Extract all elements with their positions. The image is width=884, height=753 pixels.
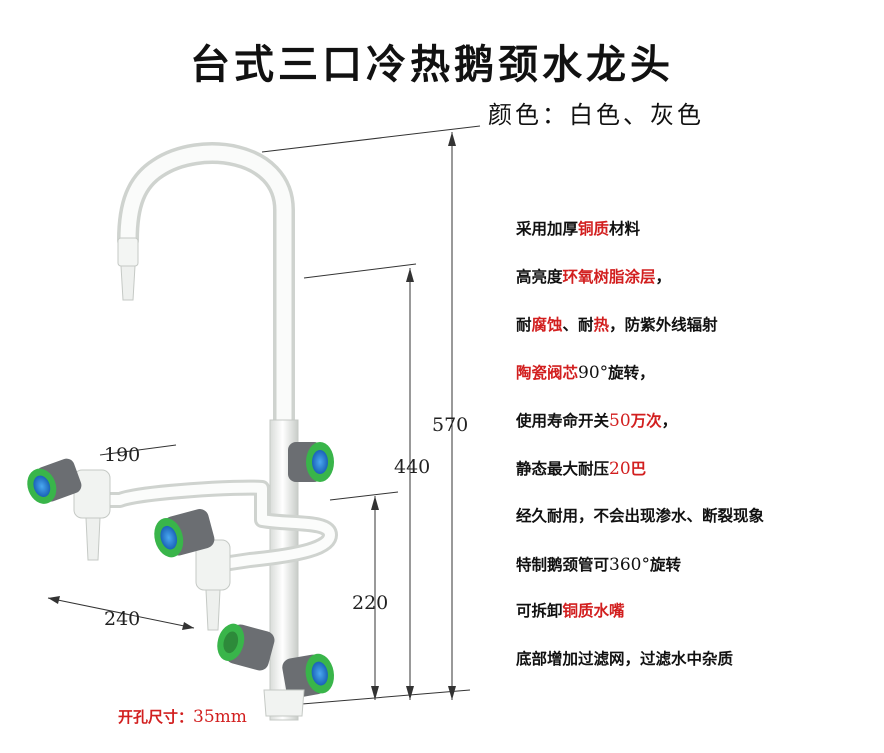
feature-text: 底部增加过滤网，过滤水中杂质 bbox=[516, 650, 734, 669]
hole-size: 开孔尺寸：35mm bbox=[118, 706, 247, 727]
feature-line: 采用加厚铜质材料 bbox=[516, 220, 764, 246]
feature-text: 50 bbox=[609, 411, 631, 432]
dimension-570: 570 bbox=[432, 414, 469, 436]
feature-text: 采用加厚 bbox=[516, 220, 579, 238]
feature-text: ， bbox=[661, 412, 678, 431]
feature-text: 铜质水嘴 bbox=[562, 602, 625, 621]
feature-text: ， bbox=[655, 267, 672, 286]
feature-text: 旋转， bbox=[608, 364, 655, 383]
feature-text: 、耐 bbox=[562, 315, 594, 334]
feature-text: 特制鹅颈管可 bbox=[516, 555, 610, 574]
feature-text: 360° bbox=[609, 554, 650, 575]
feature-text: 巴 bbox=[630, 459, 647, 478]
page-title: 台式三口冷热鹅颈水龙头 bbox=[190, 42, 674, 88]
feature-text: 腐蚀 bbox=[531, 315, 563, 334]
feature-line: 可拆卸铜质水嘴 bbox=[516, 604, 764, 628]
feature-text: 铜质 bbox=[578, 220, 610, 238]
feature-text: 万次 bbox=[630, 412, 662, 431]
feature-text: 90° bbox=[578, 363, 609, 384]
feature-text: 材料 bbox=[609, 220, 641, 238]
feature-line: 特制鹅颈管可360°旋转 bbox=[516, 554, 764, 581]
color-options: 颜色：白色、灰色 bbox=[488, 101, 704, 129]
feature-text: 高亮度 bbox=[516, 267, 563, 286]
feature-text: 耐 bbox=[516, 315, 532, 334]
feature-line: 陶瓷阀芯90°旋转， bbox=[516, 365, 764, 389]
dimension-240: 240 bbox=[104, 608, 141, 630]
dimension-220: 220 bbox=[352, 592, 389, 614]
feature-list: 采用加厚铜质材料高亮度环氧树脂涂层，耐腐蚀、耐热，防紫外线辐射陶瓷阀芯90°旋转… bbox=[516, 220, 765, 700]
feature-text: 旋转 bbox=[649, 555, 681, 574]
feature-text: 静态最大耐压 bbox=[516, 459, 610, 478]
feature-text: 可拆卸 bbox=[516, 602, 563, 621]
feature-text: 20 bbox=[609, 458, 631, 479]
hole-size-label: 开孔尺寸： bbox=[118, 708, 194, 726]
feature-text: 热 bbox=[593, 315, 610, 334]
feature-line: 使用寿命开关50万次， bbox=[516, 413, 764, 437]
feature-text: 环氧树脂涂层 bbox=[562, 267, 656, 286]
feature-line: 底部增加过滤网，过滤水中杂质 bbox=[516, 650, 764, 676]
feature-text: 陶瓷阀芯 bbox=[516, 364, 579, 383]
feature-text: 经久耐用，不会出现渗水、断裂现象 bbox=[516, 506, 765, 525]
feature-text: ，防紫外线辐射 bbox=[609, 315, 718, 334]
feature-line: 高亮度环氧树脂涂层， bbox=[516, 267, 764, 294]
feature-line: 经久耐用，不会出现渗水、断裂现象 bbox=[516, 506, 765, 533]
dimension-190: 190 bbox=[104, 444, 141, 466]
dimension-lines bbox=[47, 125, 481, 706]
hole-size-value: 35mm bbox=[193, 707, 247, 727]
dimension-arrows bbox=[48, 132, 456, 700]
feature-line: 静态最大耐压20巴 bbox=[516, 458, 764, 485]
feature-text: 使用寿命开关 bbox=[516, 412, 610, 431]
dimension-440: 440 bbox=[394, 456, 431, 478]
feature-line: 耐腐蚀、耐热，防紫外线辐射 bbox=[516, 315, 764, 342]
